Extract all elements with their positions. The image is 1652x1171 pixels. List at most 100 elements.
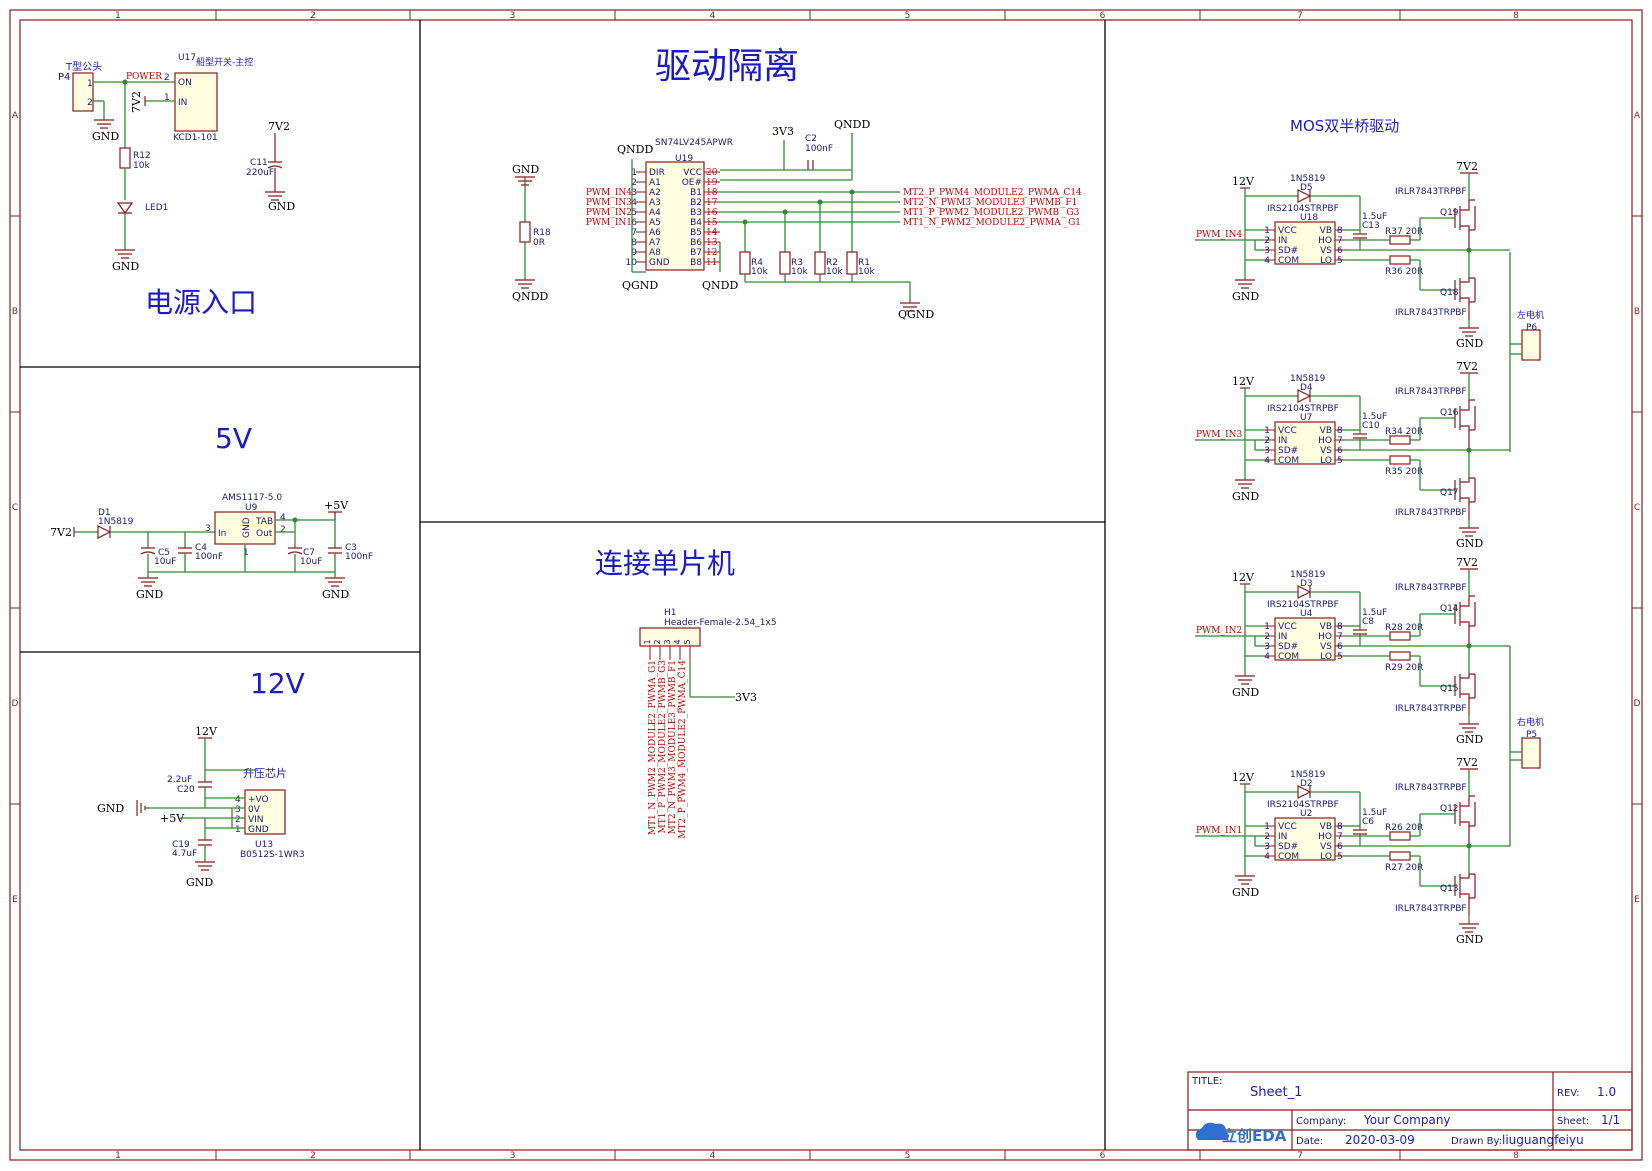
svg-text:立创EDA: 立创EDA: [1222, 1127, 1287, 1145]
mosfet-high[interactable]: [1454, 595, 1476, 646]
cap-c3[interactable]: [328, 547, 342, 554]
mosfet-high[interactable]: [1454, 399, 1476, 450]
net-gnd: GND: [1232, 290, 1259, 303]
boost-u13[interactable]: [244, 789, 286, 835]
mosfet-part: IRLR7843TRPBF: [1395, 583, 1467, 593]
resistor-low[interactable]: [1389, 455, 1411, 465]
mosfet-low[interactable]: [1454, 477, 1476, 520]
header-net-label: MT1_N_PWM2_MODULE2_PWMA_G1: [648, 660, 658, 835]
gate-driver-ic[interactable]: [1274, 817, 1336, 861]
bootstrap-cap[interactable]: [1353, 629, 1367, 635]
resistor-low[interactable]: [1389, 651, 1411, 661]
connector-p4[interactable]: [72, 72, 94, 112]
u19-right-pin-num: 12: [706, 248, 717, 258]
bootstrap-cap[interactable]: [1353, 433, 1367, 439]
ic-pin: VS: [1320, 446, 1332, 456]
mosfet-high[interactable]: [1454, 795, 1476, 846]
svg-text:2.2uF: 2.2uF: [167, 775, 192, 785]
grid-col-label: 3: [510, 1151, 516, 1161]
ic-pin-num: 4: [1264, 852, 1270, 862]
svg-text:D1: D1: [98, 508, 111, 518]
ic-pin-num: 2: [1264, 436, 1270, 446]
buffer-u19[interactable]: [645, 161, 705, 271]
svg-text:QGND: QGND: [898, 308, 934, 321]
cap-c2[interactable]: [807, 160, 814, 170]
cap-value: 1.5uF: [1362, 808, 1387, 818]
ic-ref: U7: [1300, 413, 1312, 423]
u19-left-pin: A1: [649, 178, 661, 188]
gate-driver-ic[interactable]: [1274, 221, 1336, 265]
resistor-r3[interactable]: [779, 251, 791, 275]
bootstrap-cap[interactable]: [1353, 233, 1367, 239]
cap-c7[interactable]: [287, 547, 303, 555]
u19-right-pin: B1: [690, 188, 702, 198]
gate-resistor-low: R27 20R: [1385, 863, 1423, 873]
grid-row-label: B: [12, 307, 18, 317]
bootstrap-cap[interactable]: [1353, 829, 1367, 835]
svg-text:12V: 12V: [195, 725, 218, 738]
u19-left-pin-num: 2: [631, 178, 637, 188]
diode-d1[interactable]: [97, 525, 112, 539]
cap-c11[interactable]: [267, 161, 283, 169]
svg-text:QNDD: QNDD: [617, 143, 653, 156]
resistor-r12[interactable]: [119, 147, 131, 169]
svg-text:GND: GND: [92, 130, 119, 143]
svg-text:QNDD: QNDD: [834, 118, 870, 131]
resistor-r18[interactable]: [519, 221, 531, 243]
ic-pin-num: 4: [1264, 456, 1270, 466]
net-output-label: MT1_N_PWM2_MODULE2_PWMA _G1: [903, 218, 1081, 228]
resistor-high[interactable]: [1389, 831, 1411, 841]
net-gnd: GND: [1232, 490, 1259, 503]
resistor-low[interactable]: [1389, 255, 1411, 265]
switch-u17[interactable]: [174, 72, 218, 132]
svg-text:10k: 10k: [133, 161, 150, 171]
cap-c20[interactable]: [198, 781, 212, 788]
resistor-r2[interactable]: [814, 251, 826, 275]
ic-pin-num: 7: [1337, 236, 1343, 246]
resistor-r1[interactable]: [846, 251, 858, 275]
ic-pin-num: 5: [1337, 852, 1343, 862]
svg-text:10uF: 10uF: [300, 557, 322, 567]
svg-text:4: 4: [235, 795, 241, 805]
motor-p5[interactable]: [1521, 737, 1541, 769]
resistor-r4[interactable]: [739, 251, 751, 275]
diode-part: 1N5819: [1290, 374, 1326, 384]
boost-12v-block: 12V 升压芯片 +VO 0V VIN GND 4 3 2 1 U13 B051…: [97, 725, 305, 889]
mosfet-low[interactable]: [1454, 277, 1476, 320]
header-pin-num: 4: [673, 639, 682, 644]
svg-text:Company:: Company:: [1296, 1116, 1346, 1127]
resistor-high[interactable]: [1389, 631, 1411, 641]
cap-c5[interactable]: [140, 547, 156, 555]
grid-col-label: 8: [1513, 1151, 1519, 1161]
resistor-high[interactable]: [1389, 235, 1411, 245]
gate-resistor-low: R29 20R: [1385, 663, 1423, 673]
motor-p6[interactable]: [1521, 329, 1541, 361]
mosfet-low[interactable]: [1454, 873, 1476, 916]
resistor-high[interactable]: [1389, 435, 1411, 445]
u19-right-pin-num: 16: [706, 208, 718, 218]
resistor-low[interactable]: [1389, 851, 1411, 861]
cap-c4[interactable]: [178, 547, 192, 554]
u19-left-pin: A6: [649, 228, 661, 238]
ic-pin: COM: [1278, 256, 1299, 266]
cap-c19[interactable]: [198, 839, 212, 846]
svg-text:IN: IN: [178, 98, 187, 108]
svg-text:GND: GND: [248, 825, 269, 835]
svg-text:3: 3: [235, 805, 241, 815]
gate-driver-ic[interactable]: [1274, 421, 1336, 465]
mosfet-low[interactable]: [1454, 673, 1476, 716]
svg-text:3V3: 3V3: [772, 125, 794, 138]
mosfet-high[interactable]: [1454, 199, 1476, 250]
gate-driver-ic[interactable]: [1274, 617, 1336, 661]
section-title-5v: 5V: [215, 422, 252, 455]
svg-text:TAB: TAB: [255, 517, 273, 527]
svg-text:VIN: VIN: [248, 815, 264, 825]
section-title-power: 电源入口: [145, 286, 257, 319]
ic-pin: SD#: [1278, 246, 1298, 256]
svg-text:C7: C7: [303, 548, 315, 558]
cap-ref: C13: [1362, 221, 1380, 231]
svg-text:liuguangfeiyu: liuguangfeiyu: [1502, 1133, 1584, 1147]
grid-col-label: 5: [905, 1151, 911, 1161]
